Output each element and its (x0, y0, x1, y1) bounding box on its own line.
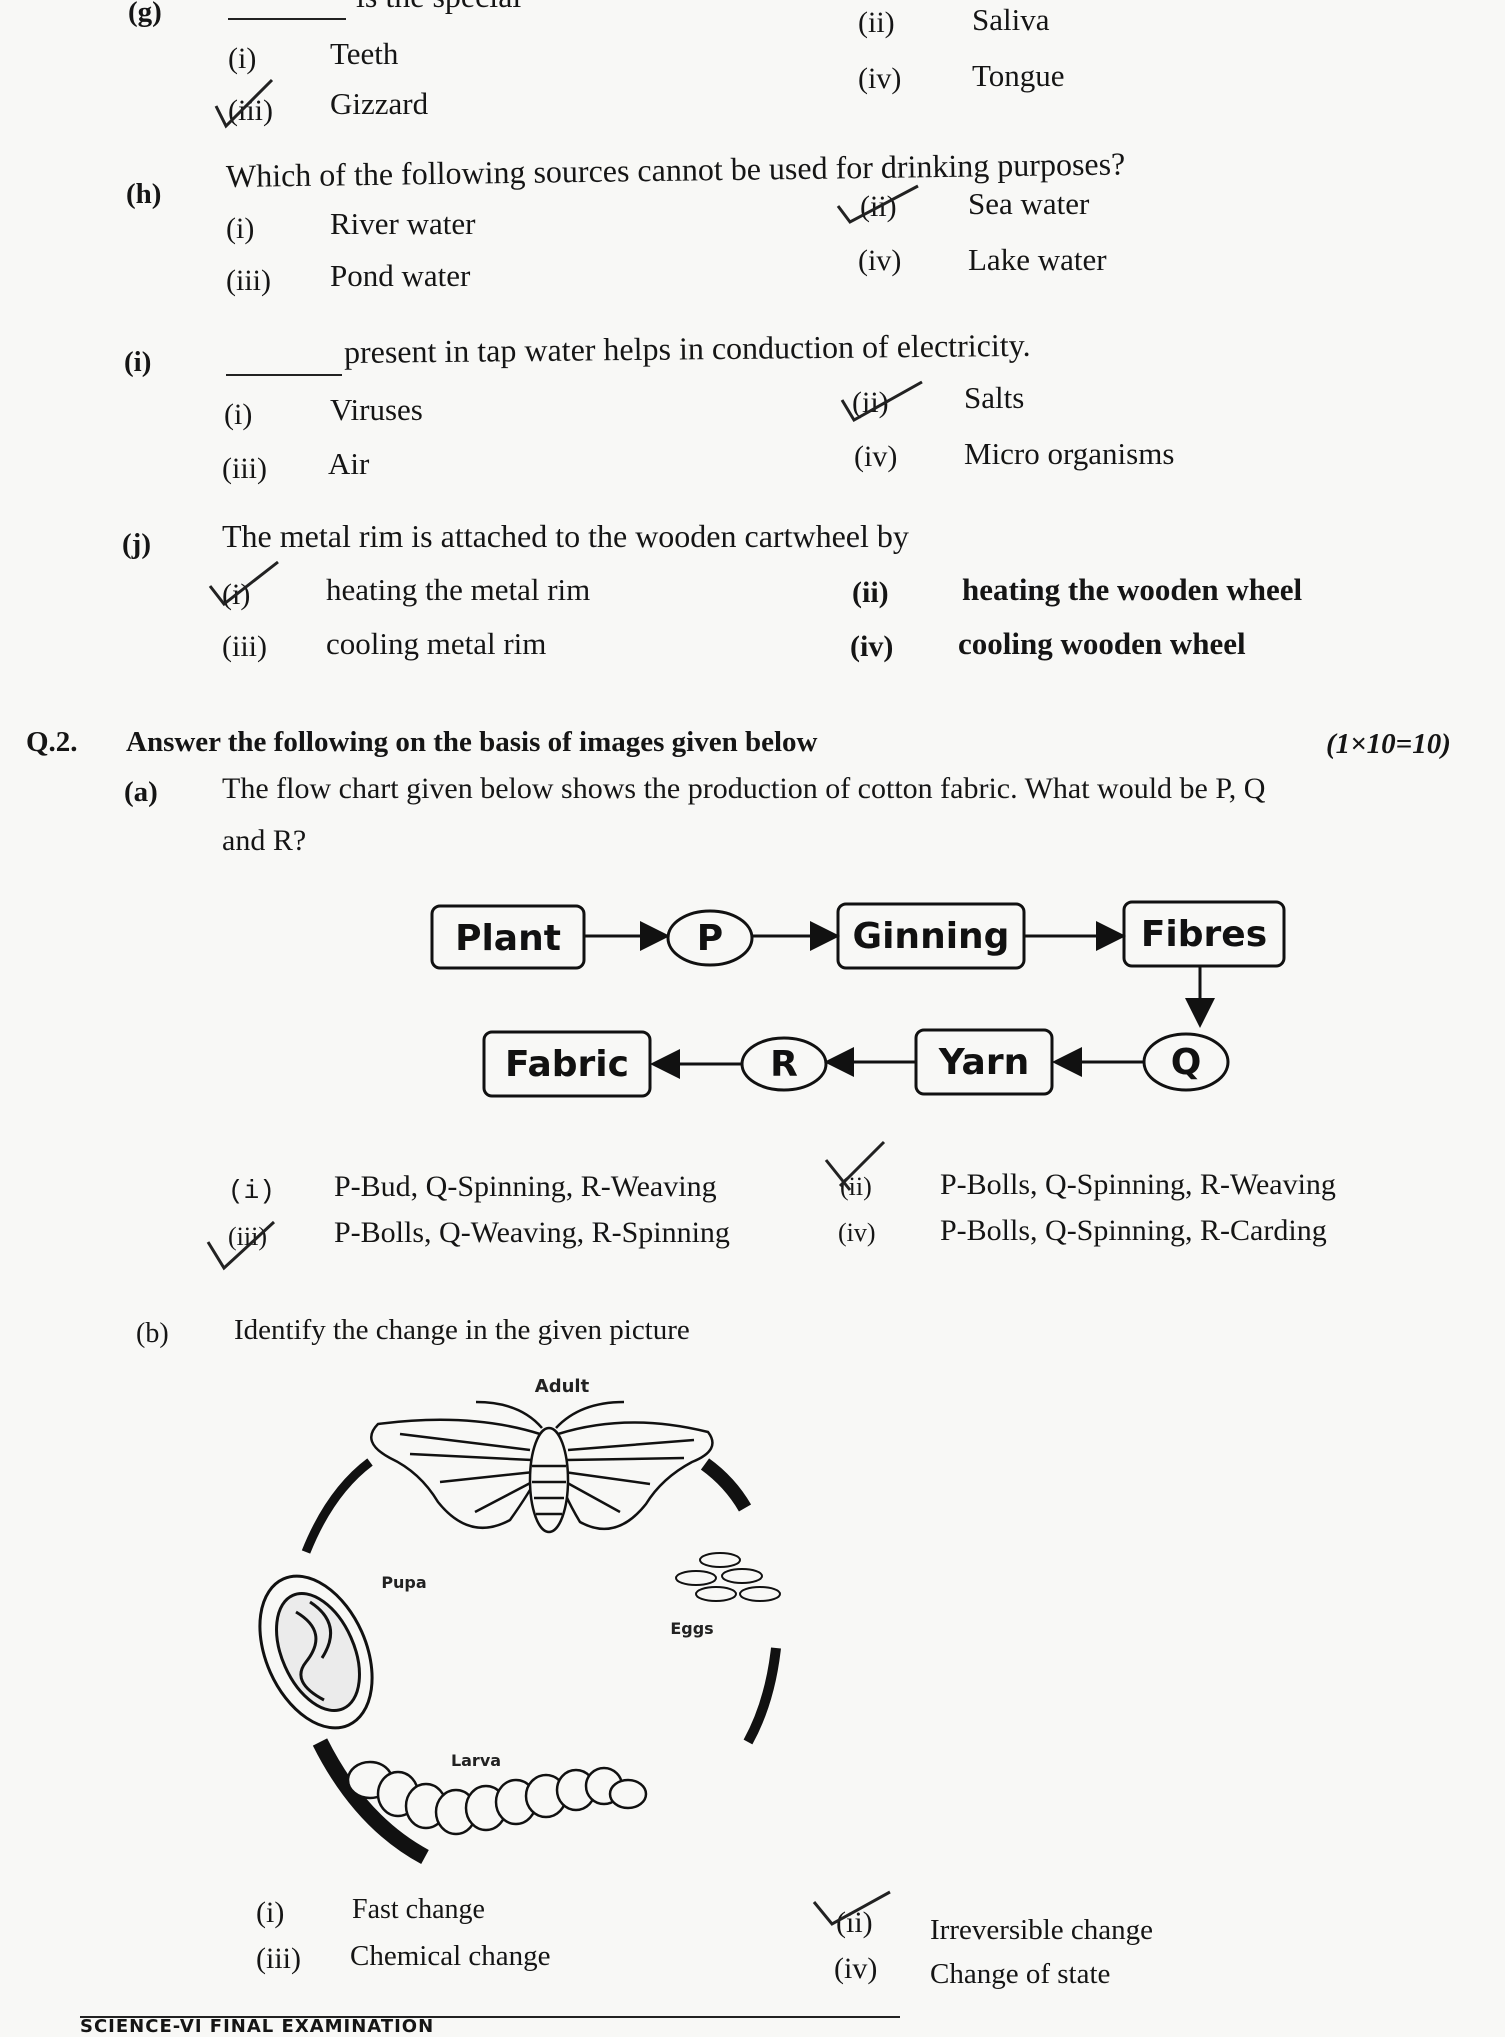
larva-drawing (346, 1760, 648, 1836)
question-stem-i: present in tap water helps in conduction… (343, 326, 1031, 370)
option-num: (iii) (222, 452, 267, 485)
fill-blank-line (228, 18, 346, 20)
question-stem-a-line2: and R? (222, 824, 307, 857)
question-label-b: (b) (136, 1318, 169, 1349)
cycle-arrow-pupa-adult (301, 1458, 373, 1554)
flow-label-fabric: Fabric (505, 1044, 629, 1085)
option-text: Salts (964, 380, 1025, 415)
question-stem-j: The metal rim is attached to the wooden … (222, 518, 909, 554)
option-text: Micro organisms (964, 436, 1175, 471)
option-num: (iv) (850, 630, 894, 663)
moth-adult-drawing (370, 1400, 714, 1534)
option-text: Change of state (930, 1958, 1111, 1990)
option-num: (ii) (852, 576, 889, 609)
option-text: Lake water (968, 242, 1107, 277)
footer-rule (80, 2016, 900, 2018)
answer-tick-mark (836, 184, 919, 224)
question-number-q2: Q.2. (26, 726, 78, 758)
option-text: Teeth (330, 36, 399, 71)
option-num: (iii) (226, 264, 271, 297)
option-text: Pond water (330, 258, 471, 293)
option-text: P-Bolls, Q-Spinning, R-Carding (940, 1214, 1327, 1247)
flow-label-p: P (697, 918, 723, 959)
cycle-label-adult: Adult (535, 1376, 590, 1397)
option-num: (iv) (858, 244, 902, 277)
flow-label-r: R (770, 1044, 798, 1085)
option-num: (iv) (838, 1218, 876, 1247)
option-text: Fast change (352, 1894, 485, 1925)
question-label-j: (j) (122, 528, 151, 560)
flow-label-q: Q (1171, 1042, 1202, 1083)
pupa-cocoon-drawing (258, 1574, 374, 1730)
option-num: (ii) (858, 6, 895, 39)
silkworm-life-cycle: Adult Eggs Larva Pupa (258, 1376, 781, 1865)
flow-label-fibres: Fibres (1141, 914, 1267, 955)
option-num: (i) (224, 398, 253, 431)
option-text: Sea water (968, 186, 1090, 221)
eggs-drawing (675, 1552, 781, 1602)
answer-tick-mark (208, 560, 279, 607)
q2-heading: Answer the following on the basis of ima… (126, 726, 818, 758)
question-stem-b: Identify the change in the given picture (234, 1314, 690, 1346)
flow-label-yarn: Yarn (938, 1042, 1029, 1083)
question-label-h: (h) (126, 178, 162, 210)
option-num: (iii) (222, 630, 267, 663)
flow-label-plant: Plant (455, 918, 561, 959)
option-num: (iv) (854, 440, 898, 473)
option-num: (i) (226, 212, 255, 245)
option-text: P-Bolls, Q-Spinning, R-Weaving (940, 1168, 1336, 1201)
answer-tick-mark (840, 380, 923, 423)
answer-tick-mark (214, 78, 274, 129)
option-text: Irreversible change (930, 1914, 1154, 1946)
cycle-arrow-eggs-larva (743, 1647, 781, 1745)
option-text: Chemical change (350, 1940, 551, 1972)
page-footer: SCIENCE-VI FINAL EXAMINATION (80, 2016, 435, 2037)
cotton-flowchart: Plant P Ginning Fibres Fabric R Yarn Q (430, 900, 1286, 1098)
question-label-g: (g) (128, 0, 162, 28)
option-text: Air (328, 446, 370, 481)
cycle-label-pupa: Pupa (381, 1573, 426, 1592)
option-num: (i) (228, 42, 257, 75)
cycle-arrow-adult-eggs (700, 1458, 752, 1512)
fill-blank-line (226, 374, 342, 376)
q2-marks: (1×10=10) (1326, 728, 1451, 760)
question-stem-a-line1: The flow chart given below shows the pro… (222, 772, 1266, 805)
question-label-a: (a) (124, 776, 158, 808)
option-num: (i) (228, 1176, 275, 1206)
option-text: Viruses (330, 392, 423, 427)
option-num: (iv) (858, 62, 902, 95)
option-text: cooling wooden wheel (958, 626, 1246, 661)
option-text: P-Bolls, Q-Weaving, R-Spinning (334, 1216, 730, 1249)
question-stem-g-partial: is the special (356, 0, 521, 15)
option-text: heating the metal rim (326, 572, 591, 607)
cycle-label-larva: Larva (451, 1751, 501, 1770)
option-text: Saliva (972, 2, 1050, 37)
cycle-label-eggs: Eggs (670, 1619, 713, 1638)
answer-tick-mark (812, 1890, 891, 1926)
answer-tick-mark (206, 1220, 276, 1271)
option-num: (i) (256, 1896, 285, 1929)
option-num: (iii) (256, 1942, 301, 1975)
flow-label-ginning: Ginning (853, 916, 1010, 957)
option-text: P-Bud, Q-Spinning, R-Weaving (334, 1170, 717, 1203)
option-text: Tongue (972, 58, 1065, 93)
option-text: Gizzard (330, 86, 429, 121)
question-label-i: (i) (124, 346, 152, 378)
option-text: heating the wooden wheel (962, 572, 1303, 607)
option-num: (iv) (834, 1952, 878, 1985)
option-text: cooling metal rim (326, 626, 547, 661)
cycle-arrow-larva-pupa (312, 1738, 429, 1865)
option-text: River water (330, 206, 476, 241)
answer-cross-mark (824, 1140, 886, 1191)
